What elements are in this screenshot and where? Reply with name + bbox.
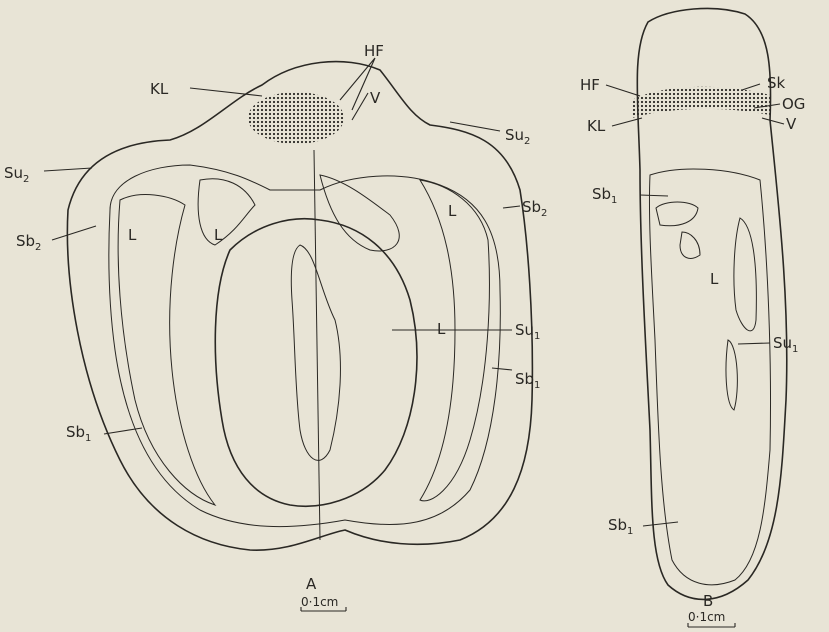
panel-a-scale-text: 0·1cm: [301, 595, 338, 609]
label-a-sb1-right: Sb1: [515, 370, 540, 391]
label-b-sk: Sk: [767, 74, 786, 92]
label-a-sb2-left: Sb2: [16, 232, 41, 253]
label-a-v: V: [370, 89, 381, 107]
label-a-hf: HF: [364, 42, 384, 60]
panel-b-lacuna-lower: [726, 340, 737, 410]
label-a-sb2-right: Sb2: [522, 198, 547, 219]
label-b-sb1-bottom: Sb1: [608, 516, 633, 537]
label-b-su1: Su1: [773, 334, 798, 355]
label-a-l-center: L: [437, 320, 446, 338]
panel-b-specimen: [632, 8, 787, 599]
panel-a-cap-dense: [248, 92, 344, 144]
label-a-su1: Su1: [515, 321, 540, 342]
panel-b-lacuna-right: [734, 218, 756, 331]
panel-b-caption: B: [703, 592, 713, 610]
label-b-sb1-top: Sb1: [592, 185, 617, 206]
panel-b-cap-dense: [632, 87, 770, 118]
panel-b-leaders: [606, 84, 784, 526]
label-b-l: L: [710, 270, 719, 288]
panel-b-labels: HF Sk OG KL V Sb1 L Su1 Sb1 B 0·1cm: [580, 74, 805, 627]
panel-a-lacuna-central-top: [320, 175, 399, 251]
panel-b-sb1-layer: [649, 169, 770, 585]
panel-b-lacuna-top: [656, 202, 698, 226]
panel-b-scale-text: 0·1cm: [688, 610, 725, 624]
label-a-kl: KL: [150, 80, 169, 98]
label-a-l-upper: L: [214, 226, 223, 244]
label-a-su2-right: Su2: [505, 126, 530, 147]
label-b-kl: KL: [587, 117, 606, 135]
panel-a-axis-line: [314, 150, 320, 540]
label-a-su2-left: Su2: [4, 164, 29, 185]
panel-a-specimen: [67, 62, 532, 551]
label-a-sb1-left: Sb1: [66, 423, 91, 444]
panel-a-caption: A: [306, 575, 317, 593]
label-a-l-left: L: [128, 226, 137, 244]
label-b-hf: HF: [580, 76, 600, 94]
panel-a-lacuna-upper: [198, 179, 255, 245]
panel-b-lacuna-center: [680, 232, 700, 258]
label-b-v: V: [786, 115, 797, 133]
panel-a-lacuna-right: [420, 180, 489, 501]
label-a-l-right: L: [448, 202, 457, 220]
label-b-og: OG: [782, 95, 805, 113]
